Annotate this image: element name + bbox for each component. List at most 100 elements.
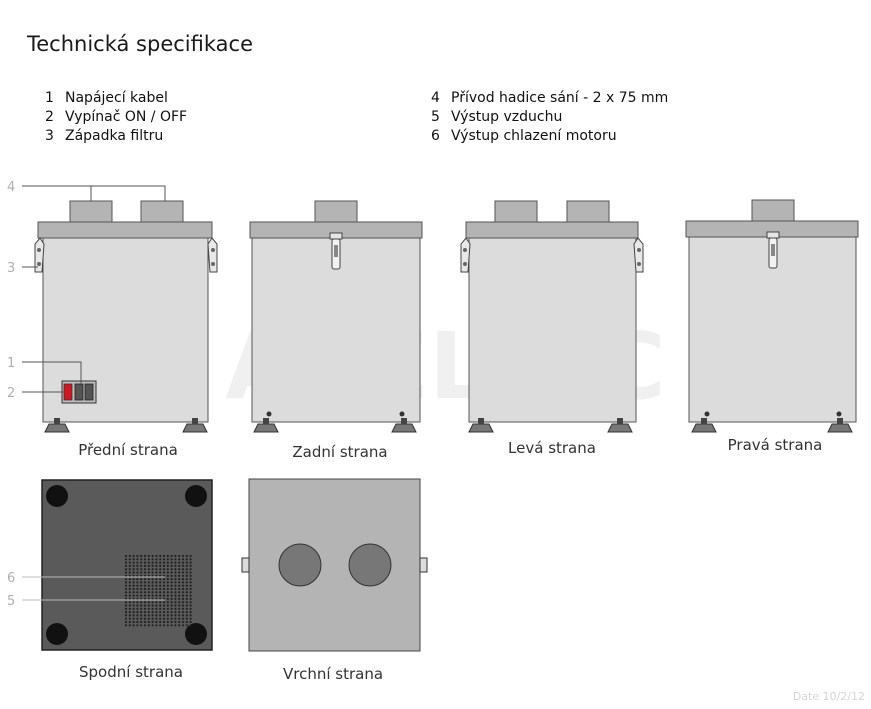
- vent-hole: [124, 607, 128, 610]
- vent-hole: [174, 554, 177, 558]
- vent-hole: [151, 561, 154, 564]
- vent-hole: [174, 624, 177, 627]
- vent-hole: [124, 571, 128, 574]
- vent-hole: [143, 581, 147, 584]
- screw: [836, 411, 842, 417]
- vent-hole: [151, 604, 154, 607]
- vent-hole: [178, 620, 181, 624]
- vent-hole: [166, 597, 169, 601]
- vent-hole: [140, 624, 143, 627]
- lid: [465, 221, 639, 239]
- vent-hole: [143, 597, 147, 601]
- vent-hole: [166, 617, 169, 620]
- vent-hole: [140, 591, 143, 594]
- vent-hole: [140, 614, 143, 617]
- vent-hole: [147, 594, 150, 597]
- vent-hole: [143, 611, 147, 614]
- vent-hole: [147, 604, 150, 607]
- vent-hole: [178, 564, 181, 568]
- vent-hole: [128, 568, 131, 571]
- vent-hole: [136, 561, 139, 564]
- vent-hole: [147, 574, 150, 577]
- callout-number: 5: [7, 594, 15, 609]
- vent-hole: [155, 604, 158, 607]
- vent-hole: [178, 614, 181, 617]
- vent-hole: [170, 568, 173, 571]
- vent-hole: [140, 564, 143, 568]
- vent-hole: [124, 584, 128, 587]
- callout-line: [22, 361, 82, 384]
- vent-hole: [181, 574, 185, 577]
- vent-hole: [140, 581, 143, 584]
- vent-hole: [132, 558, 135, 561]
- vent-hole: [151, 564, 154, 568]
- vent-hole: [128, 587, 131, 591]
- footer-date: Date 10/2/12: [792, 690, 865, 703]
- back-view: [249, 200, 423, 433]
- vent-hole: [162, 614, 166, 617]
- vent-hole: [143, 571, 147, 574]
- vent-hole: [174, 574, 177, 577]
- vent-hole: [132, 587, 135, 591]
- vent-hole: [151, 591, 154, 594]
- vent-hole: [147, 591, 150, 594]
- vent-hole: [181, 607, 185, 610]
- vent-hole: [147, 584, 150, 587]
- vent-hole: [124, 601, 128, 604]
- vent-hole: [166, 581, 169, 584]
- vent-hole: [140, 554, 143, 558]
- vent-hole: [155, 601, 158, 604]
- vent-hole: [140, 620, 143, 624]
- vent-hole: [170, 594, 173, 597]
- vent-hole: [159, 561, 162, 564]
- vent-hole: [155, 584, 158, 587]
- inlet-port: [69, 200, 113, 224]
- vent-hole: [189, 611, 192, 614]
- vent-hole: [151, 611, 154, 614]
- vent-hole: [132, 571, 135, 574]
- vent-hole: [166, 561, 169, 564]
- vent-hole: [147, 601, 150, 604]
- vent-hole: [185, 561, 188, 564]
- vent-hole: [185, 611, 188, 614]
- legend-label: Výstup vzduchu: [451, 109, 563, 125]
- vent-hole: [124, 624, 128, 627]
- vent-hole: [155, 554, 158, 558]
- vent-hole: [174, 587, 177, 591]
- vent-hole: [166, 591, 169, 594]
- vent-hole: [178, 601, 181, 604]
- vent-hole: [166, 611, 169, 614]
- vent-hole: [166, 584, 169, 587]
- vent-hole: [132, 611, 135, 614]
- vent-hole: [162, 561, 166, 564]
- vent-hole: [140, 571, 143, 574]
- vent-hole: [178, 581, 181, 584]
- front-view: [34, 200, 218, 433]
- inlet-port: [140, 200, 184, 224]
- vent-hole: [159, 571, 162, 574]
- vent-hole: [147, 620, 150, 624]
- vent-hole: [124, 568, 128, 571]
- vent-hole: [128, 607, 131, 610]
- vent-hole: [170, 554, 173, 558]
- vent-hole: [159, 604, 162, 607]
- vent-hole: [155, 587, 158, 591]
- vent-hole: [185, 591, 188, 594]
- vent-hole: [136, 571, 139, 574]
- vent-hole: [174, 611, 177, 614]
- vent-hole: [181, 611, 185, 614]
- filter-latch: [460, 237, 471, 273]
- vent-hole: [181, 578, 185, 581]
- vent-hole: [162, 581, 166, 584]
- vent-hole: [162, 624, 166, 627]
- vent-hole: [189, 584, 192, 587]
- vent-hole: [140, 587, 143, 591]
- vent-hole: [185, 597, 188, 601]
- vent-hole: [178, 571, 181, 574]
- vent-hole: [143, 607, 147, 610]
- latch-tab: [419, 557, 428, 573]
- vent-hole: [162, 597, 166, 601]
- vent-hole: [132, 594, 135, 597]
- vent-hole: [174, 568, 177, 571]
